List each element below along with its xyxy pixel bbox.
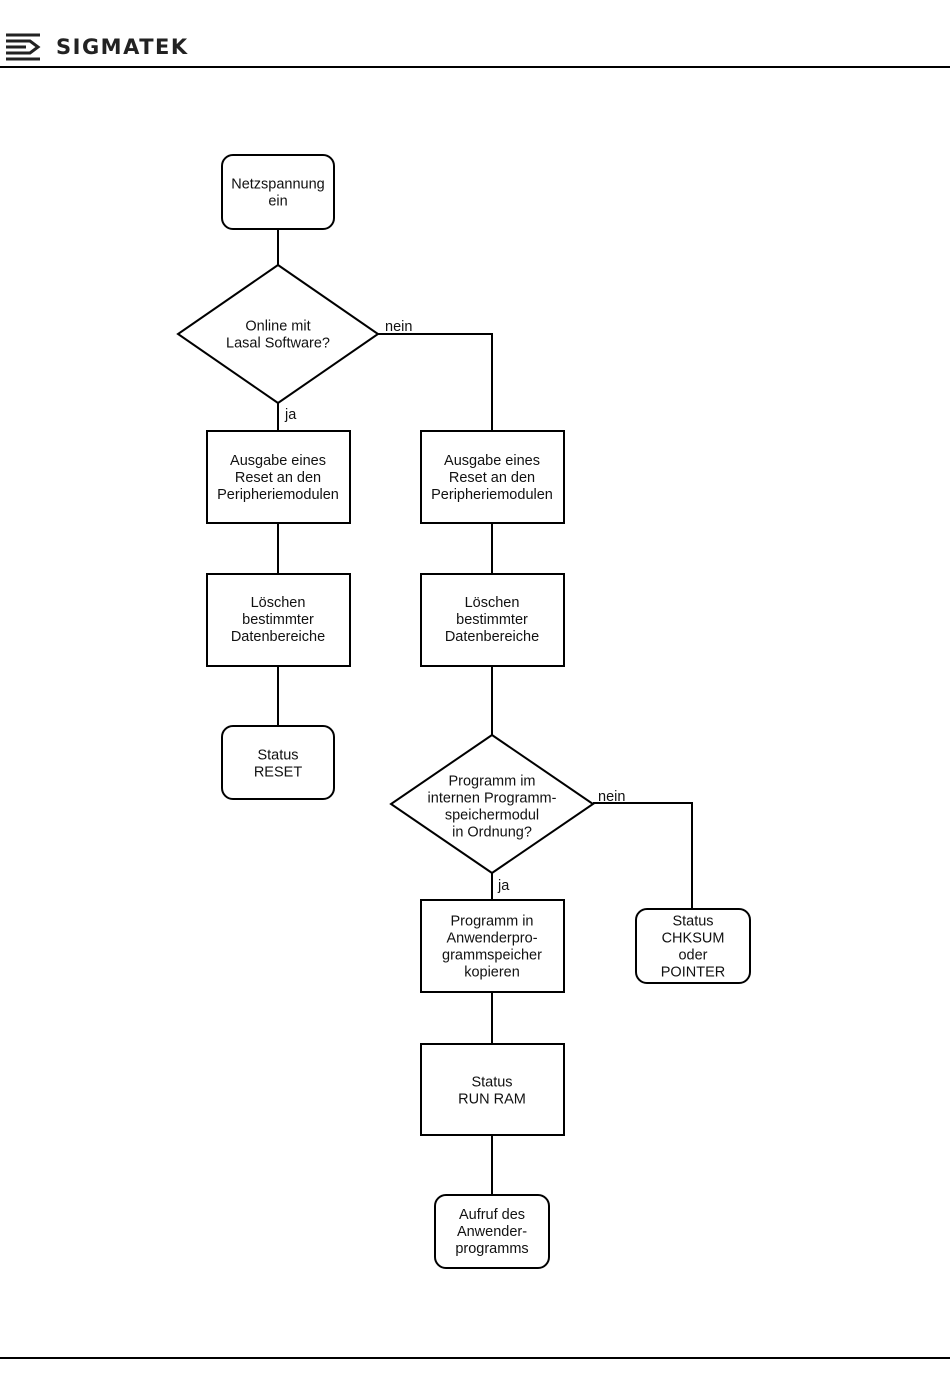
node-clear-right bbox=[420, 573, 565, 667]
label-status-run-ram-line: Status bbox=[471, 1075, 512, 1091]
label-copy-program-line: Anwenderpro- bbox=[446, 931, 537, 947]
node-reset-right bbox=[420, 430, 565, 524]
header-rule bbox=[0, 66, 950, 68]
label-decision-online-line: Lasal Software? bbox=[226, 336, 330, 352]
edge-label-program-yes: ja bbox=[497, 878, 510, 894]
label-status-chksum-line: POINTER bbox=[661, 965, 725, 981]
label-copy-program-line: kopieren bbox=[464, 965, 520, 981]
label-copy-program-line: Programm in bbox=[451, 914, 534, 930]
label-status-reset-line: RESET bbox=[254, 765, 302, 781]
connectors bbox=[277, 229, 693, 1195]
edge-online-no bbox=[378, 333, 493, 431]
brand-name: SIGMATEK bbox=[56, 35, 189, 59]
edge-program-no bbox=[593, 802, 693, 909]
label-status-chksum-line: oder bbox=[678, 948, 707, 964]
label-reset-right-line: Peripheriemodulen bbox=[431, 487, 553, 503]
label-decision-program-line: in Ordnung? bbox=[452, 825, 532, 841]
label-reset-left-line: Reset an den bbox=[235, 470, 321, 486]
label-decision-program-line: internen Programm- bbox=[428, 791, 557, 807]
page-header: SIGMATEK bbox=[0, 0, 950, 68]
node-status-run-ram bbox=[420, 1043, 565, 1136]
label-clear-right-line: Löschen bbox=[465, 595, 520, 611]
label-clear-right-line: bestimmter bbox=[456, 612, 528, 628]
node-copy-program bbox=[420, 899, 565, 993]
node-decision-online bbox=[176, 263, 380, 405]
label-status-chksum-line: Status bbox=[672, 914, 713, 930]
label-call-program-line: Aufruf des bbox=[459, 1207, 525, 1223]
node-status-reset bbox=[221, 725, 335, 800]
brand-logo: SIGMATEK bbox=[4, 30, 189, 64]
footer-rule bbox=[0, 1357, 950, 1359]
edge-label-online-yes: ja bbox=[284, 407, 297, 423]
label-status-run-ram-line: RUN RAM bbox=[458, 1092, 526, 1108]
node-clear-left bbox=[206, 573, 351, 667]
sigmatek-logo-icon bbox=[6, 33, 41, 61]
label-decision-online-line: Online mit bbox=[245, 319, 310, 335]
node-reset-left bbox=[206, 430, 351, 524]
label-start-line: Netzspannung bbox=[231, 177, 325, 193]
label-reset-right-line: Reset an den bbox=[449, 470, 535, 486]
label-copy-program-line: grammspeicher bbox=[442, 948, 542, 964]
label-reset-right-line: Ausgabe eines bbox=[444, 453, 540, 469]
label-decision-program-line: Programm im bbox=[448, 774, 535, 790]
label-status-chksum-line: CHKSUM bbox=[662, 931, 725, 947]
node-start bbox=[221, 154, 335, 230]
label-reset-left-line: Ausgabe eines bbox=[230, 453, 326, 469]
label-decision-program-line: speichermodul bbox=[445, 808, 539, 824]
edge-label-program-no: nein bbox=[598, 789, 625, 805]
node-decision-program bbox=[389, 733, 595, 875]
label-start-line: ein bbox=[268, 194, 287, 210]
label-clear-left-line: Datenbereiche bbox=[231, 629, 325, 645]
label-clear-left-line: bestimmter bbox=[242, 612, 314, 628]
label-clear-right-line: Datenbereiche bbox=[445, 629, 539, 645]
label-call-program-line: programms bbox=[455, 1241, 528, 1257]
node-status-chksum bbox=[635, 908, 751, 984]
edge-label-online-no: nein bbox=[385, 319, 412, 335]
label-reset-left-line: Peripheriemodulen bbox=[217, 487, 339, 503]
label-call-program-line: Anwender- bbox=[457, 1224, 527, 1240]
label-status-reset-line: Status bbox=[257, 748, 298, 764]
node-call-program bbox=[434, 1194, 550, 1269]
label-clear-left-line: Löschen bbox=[251, 595, 306, 611]
